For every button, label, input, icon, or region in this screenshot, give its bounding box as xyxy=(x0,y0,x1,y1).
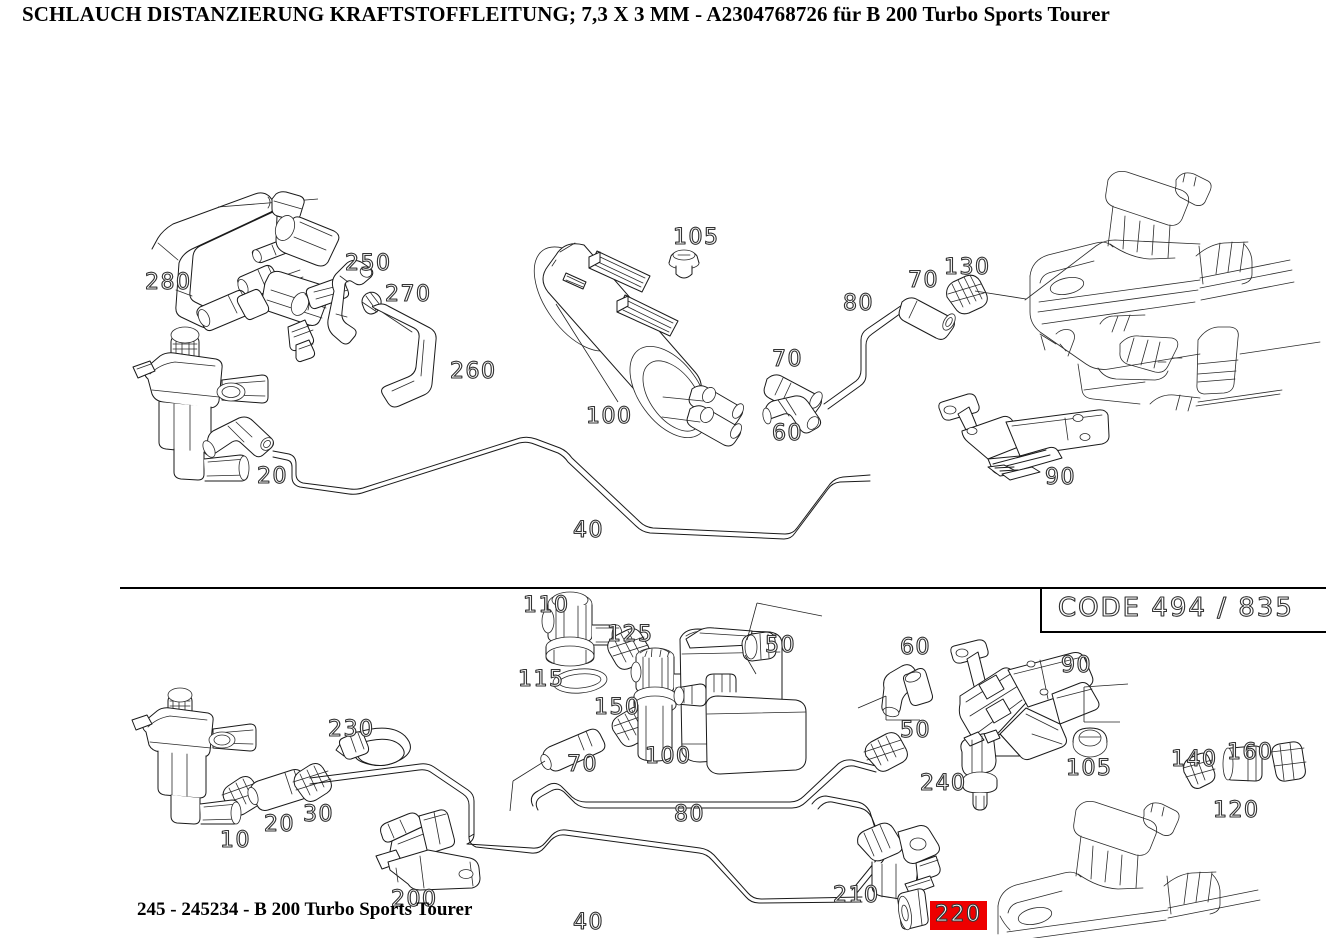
part-callout-160: 160 xyxy=(1227,740,1274,765)
part-callout-120: 120 xyxy=(1213,798,1260,823)
part-250-hose xyxy=(328,260,374,344)
part-160-clamp xyxy=(1271,742,1306,781)
part-callout-90: 90 xyxy=(1061,653,1092,678)
parts-diagram-canvas: CODE 494 / 835 xyxy=(0,44,1326,938)
part-callout-60: 60 xyxy=(900,635,931,660)
part-callout-20: 20 xyxy=(257,464,288,489)
part-callout-70: 70 xyxy=(567,752,598,777)
part-callout-90: 90 xyxy=(1045,465,1076,490)
part-callout-140: 140 xyxy=(1171,747,1218,772)
part-240-holder xyxy=(961,730,1000,810)
part-callout-210: 210 xyxy=(833,883,880,908)
part-90-bracket-upper xyxy=(939,394,1109,480)
part-140-clip xyxy=(1183,753,1215,788)
part-callout-125: 125 xyxy=(607,622,654,647)
part-callout-50: 50 xyxy=(900,718,931,743)
part-callout-20: 20 xyxy=(264,812,295,837)
fuel-pump-body xyxy=(196,192,349,362)
part-20-elbow xyxy=(200,417,275,459)
part-230-cable-tie xyxy=(336,728,410,765)
part-115-oring xyxy=(552,667,608,696)
air-pump-body xyxy=(133,327,268,481)
code-box: CODE 494 / 835 xyxy=(1040,587,1326,633)
part-40-lower-fuel-line xyxy=(310,764,862,903)
part-80-tube xyxy=(824,303,908,409)
part-callout-70: 70 xyxy=(772,347,803,372)
part-callout-150: 150 xyxy=(594,695,641,720)
footer-caption: 245 - 245234 - B 200 Turbo Sports Tourer xyxy=(137,899,473,920)
fuel-tank-lower xyxy=(998,801,1288,938)
part-210-bracket xyxy=(858,823,941,900)
part-270-clamp xyxy=(362,292,381,314)
part-callout-100: 100 xyxy=(586,404,633,429)
fuel-tank-upper xyxy=(1025,171,1320,411)
part-callout-80: 80 xyxy=(843,291,874,316)
part-callout-280: 280 xyxy=(145,270,192,295)
section-divider xyxy=(120,587,1326,589)
part-callout-270: 270 xyxy=(385,282,432,307)
part-130-clamp xyxy=(947,275,1026,314)
part-callout-115: 115 xyxy=(518,667,565,692)
part-220-sleeve xyxy=(896,889,928,931)
part-callout-10: 10 xyxy=(220,828,251,853)
part-callout-100: 100 xyxy=(645,744,692,769)
part-50-lower-elbow xyxy=(864,733,907,772)
part-callout-110: 110 xyxy=(523,593,570,618)
part-callout-60: 60 xyxy=(772,421,803,446)
part-callout-240: 240 xyxy=(920,771,967,796)
part-callout-80: 80 xyxy=(674,802,705,827)
technical-line-art xyxy=(0,44,1326,938)
lower-assembly-art xyxy=(132,592,1306,938)
code-box-label: CODE 494 / 835 xyxy=(1058,593,1294,624)
part-120-sleeve xyxy=(1223,746,1262,781)
air-pump-lower xyxy=(132,688,256,824)
part-callout-230: 230 xyxy=(328,717,375,742)
part-90-bracket-lower xyxy=(951,640,1128,760)
part-callout-220-highlighted: 220 xyxy=(930,901,987,930)
part-60-upper-elbow xyxy=(762,396,821,433)
part-100-canister xyxy=(517,232,746,452)
part-callout-250: 250 xyxy=(345,251,392,276)
part-105-grommet xyxy=(669,250,699,278)
part-260-hose xyxy=(372,304,436,407)
part-callout-130: 130 xyxy=(944,255,991,280)
part-callout-260: 260 xyxy=(450,359,497,384)
part-70-upper-right xyxy=(899,298,958,340)
part-callout-40: 40 xyxy=(573,518,604,543)
part-70-lower xyxy=(510,729,605,811)
part-callout-30: 30 xyxy=(303,802,334,827)
part-callout-70: 70 xyxy=(908,268,939,293)
part-callout-50: 50 xyxy=(765,633,796,658)
upper-assembly-art xyxy=(133,171,1320,539)
part-100-lower-canister xyxy=(631,603,822,774)
part-callout-200: 200 xyxy=(391,887,438,912)
part-callout-105: 105 xyxy=(673,225,720,250)
part-callout-105: 105 xyxy=(1066,756,1113,781)
part-60-lower-elbow xyxy=(858,665,933,720)
part-40-fuel-line xyxy=(273,437,870,539)
page-title: SCHLAUCH DISTANZIERUNG KRAFTSTOFFLEITUNG… xyxy=(22,2,1110,26)
part-105-lower-nut xyxy=(1073,728,1107,757)
part-80-lower-tube xyxy=(531,760,885,894)
part-callout-40: 40 xyxy=(573,910,604,935)
part-200-bracket xyxy=(376,810,480,890)
